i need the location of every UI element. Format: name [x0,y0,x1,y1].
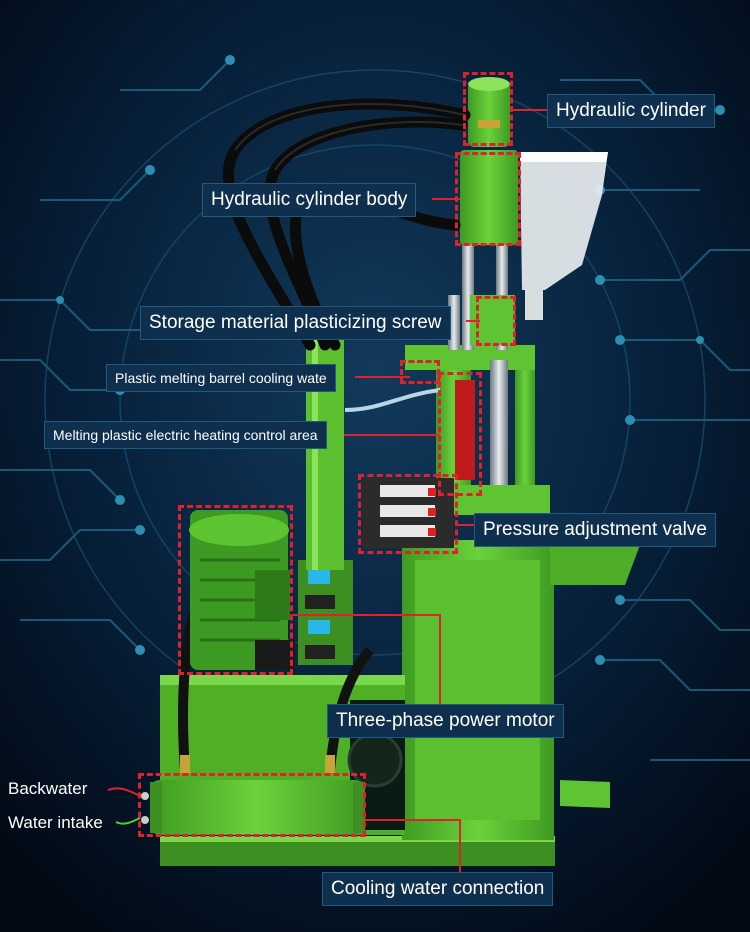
callout-heating [438,372,482,496]
callout-cylinder-body [455,152,521,246]
callout-motor [178,505,293,675]
circuit-pattern [0,59,750,761]
label-heating-control: Melting plastic electric heating control… [44,421,327,449]
callout-hydraulic-cylinder [463,72,513,146]
cooling-cylinder [150,780,365,835]
machine-base [160,838,555,866]
label-pressure-valve: Pressure adjustment valve [474,513,716,547]
backwater-arrow-icon [107,787,141,797]
label-barrel-cooling: Plastic melting barrel cooling wate [106,364,336,392]
label-water-intake: Water intake [8,813,103,832]
label-cooling-connection: Cooling water connection [322,872,554,906]
cylinder-body [460,150,518,245]
label-storage-screw: Storage material plasticizing screw [140,306,451,340]
cylinder-top [468,82,510,147]
callout-pressure-valve [358,474,458,554]
callout-screw [476,296,516,346]
power-motor [190,510,288,670]
intake-arrow-icon [115,817,141,825]
label-hydraulic-cylinder: Hydraulic cylinder [547,94,715,128]
callout-cooling [138,773,366,837]
callout-barrel-cooling [400,360,440,384]
label-backwater: Backwater [8,779,88,798]
hopper [520,152,608,290]
label-hydraulic-cylinder-body: Hydraulic cylinder body [202,183,417,217]
label-power-motor: Three-phase power motor [327,704,564,738]
